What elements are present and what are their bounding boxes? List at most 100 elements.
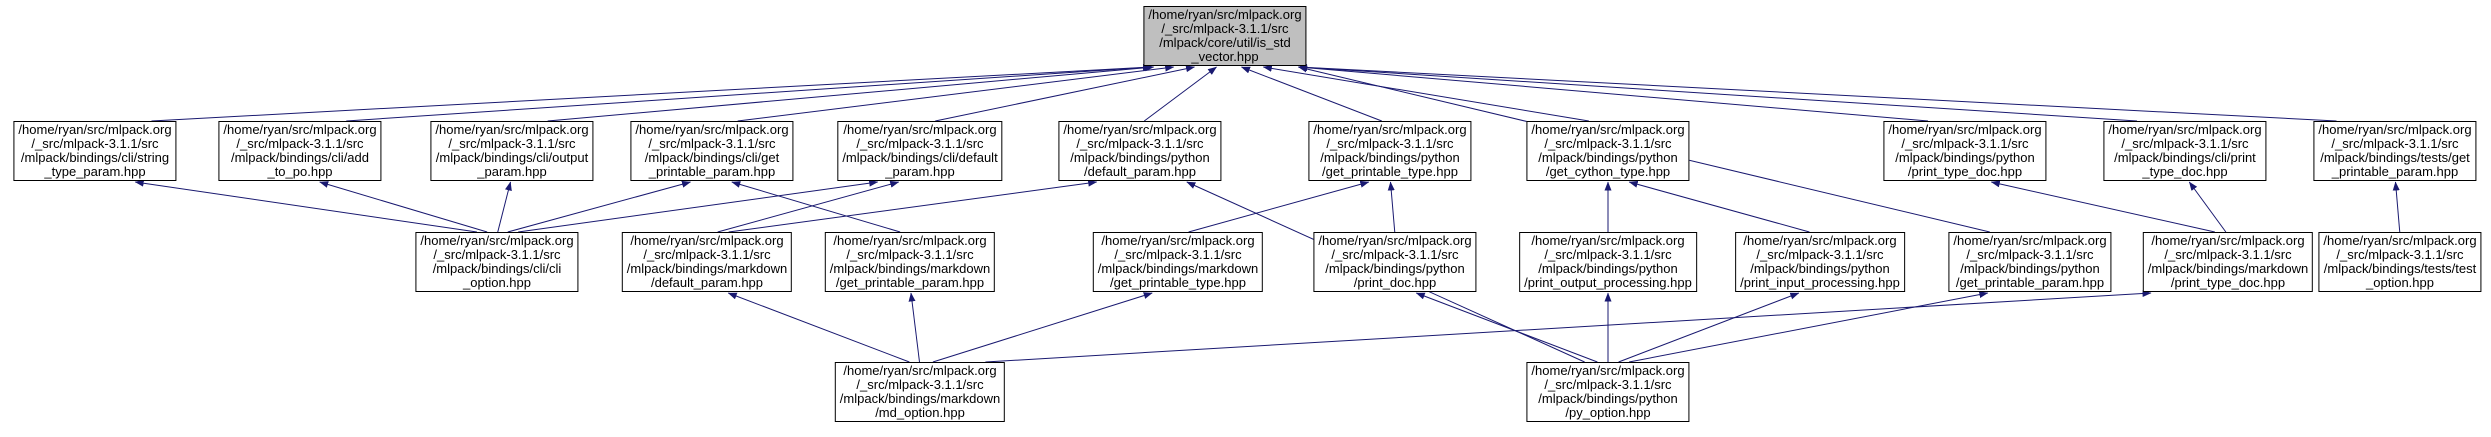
graph-node-py-get-printable-type[interactable]: /home/ryan/src/mlpack.org/_src/mlpack-3.…	[1308, 121, 1472, 181]
graph-node-label-line: /home/ryan/src/mlpack.org	[1743, 233, 1897, 248]
graph-node-label-line: /_src/mlpack-3.1.1/src	[1114, 247, 1242, 262]
include-edge	[346, 64, 1152, 122]
graph-node-label-line: /get_printable_type.hpp	[1110, 275, 1246, 290]
graph-node-label-line: /mlpack/bindings/python	[1895, 150, 2035, 165]
graph-node-label-line: /home/ryan/src/mlpack.org	[435, 122, 589, 137]
include-edge	[2392, 181, 2401, 233]
graph-node-label-line: /mlpack/bindings/python	[1960, 261, 2100, 276]
graph-node-label-line: /default_param.hpp	[650, 275, 764, 290]
graph-node-cli-option[interactable]: /home/ryan/src/mlpack.org/_src/mlpack-3.…	[415, 232, 579, 292]
graph-node-label-line: _param.hpp	[885, 164, 955, 179]
include-edge	[908, 292, 920, 363]
graph-node-label-line: /py_option.hpp	[1565, 405, 1651, 420]
graph-node-label-line: /home/ryan/src/mlpack.org	[843, 122, 997, 137]
include-edge	[717, 180, 900, 233]
graph-node-label-line: /print_input_processing.hpp	[1740, 275, 1900, 290]
include-edge	[1629, 291, 1989, 363]
graph-node-py-print-doc[interactable]: /home/ryan/src/mlpack.org/_src/mlpack-3.…	[1313, 232, 1477, 292]
graph-node-label-line: /_src/mlpack-3.1.1/src	[236, 136, 364, 151]
graph-node-label-line: /home/ryan/src/mlpack.org	[843, 363, 997, 378]
graph-node-label-line: /_src/mlpack-3.1.1/src	[31, 136, 159, 151]
graph-node-py-get-printable-param[interactable]: /home/ryan/src/mlpack.org/_src/mlpack-3.…	[1948, 232, 2112, 292]
graph-node-label-line: /get_printable_param.hpp	[835, 275, 985, 290]
include-edge	[985, 290, 2152, 363]
graph-node-cli-string-type-param[interactable]: /home/ryan/src/mlpack.org/_src/mlpack-3.…	[13, 121, 177, 181]
graph-node-label-line: _option.hpp	[463, 275, 531, 290]
include-edge	[497, 181, 512, 233]
graph-node-md-print-type-doc[interactable]: /home/ryan/src/mlpack.org/_src/mlpack-3.…	[2142, 232, 2314, 292]
graph-node-py-get-cython-type[interactable]: /home/ryan/src/mlpack.org/_src/mlpack-3.…	[1526, 121, 1690, 181]
include-edge	[727, 292, 910, 363]
graph-node-label-line: /_src/mlpack-3.1.1/src	[1161, 21, 1289, 36]
graph-node-py-print-type-doc[interactable]: /home/ryan/src/mlpack.org/_src/mlpack-3.…	[1883, 121, 2047, 181]
include-edge	[547, 64, 1155, 122]
graph-node-root: /home/ryan/src/mlpack.org/_src/mlpack-3.…	[1143, 6, 1307, 66]
graph-node-label-line: /home/ryan/src/mlpack.org	[2108, 122, 2262, 137]
include-edge	[1298, 63, 2337, 122]
graph-node-label-line: /mlpack/core/util/is_std	[1159, 35, 1291, 50]
graph-node-label-line: /home/ryan/src/mlpack.org	[223, 122, 377, 137]
graph-node-label-line: /_src/mlpack-3.1.1/src	[856, 136, 984, 151]
graph-node-label-line: /md_option.hpp	[875, 405, 965, 420]
graph-node-label-line: /get_printable_param.hpp	[1955, 275, 2105, 290]
graph-node-tests-test-option[interactable]: /home/ryan/src/mlpack.org/_src/mlpack-3.…	[2318, 232, 2482, 292]
graph-node-cli-get-printable-param[interactable]: /home/ryan/src/mlpack.org/_src/mlpack-3.…	[630, 121, 794, 181]
graph-node-md-get-printable-type[interactable]: /home/ryan/src/mlpack.org/_src/mlpack-3.…	[1092, 232, 1264, 292]
graph-node-label-line: /mlpack/bindings/cli/default	[842, 150, 998, 165]
graph-node-label-line: /mlpack/bindings/markdown	[2147, 261, 2309, 276]
include-edge	[1618, 292, 1800, 363]
graph-node-label-line: /home/ryan/src/mlpack.org	[1531, 122, 1685, 137]
include-edge	[1262, 64, 1589, 122]
graph-node-label-line: _printable_param.hpp	[648, 164, 776, 179]
graph-node-tests-get-printable-param[interactable]: /home/ryan/src/mlpack.org/_src/mlpack-3.…	[2313, 121, 2477, 181]
graph-node-label-line: /_src/mlpack-3.1.1/src	[856, 377, 984, 392]
graph-node-label-line: /mlpack/bindings/python	[1750, 261, 1890, 276]
graph-node-label-line: /default_param.hpp	[1083, 164, 1197, 179]
graph-node-label-line: /mlpack/bindings/markdown	[839, 391, 1001, 406]
graph-node-label-line: /mlpack/bindings/markdown	[626, 261, 788, 276]
graph-node-label-line: /_src/mlpack-3.1.1/src	[1076, 136, 1204, 151]
graph-node-label-line: /mlpack/bindings/markdown	[1097, 261, 1259, 276]
include-edge	[134, 179, 477, 233]
graph-node-label-line: /home/ryan/src/mlpack.org	[833, 233, 987, 248]
include-edge	[731, 181, 901, 233]
include-edge	[728, 179, 1098, 233]
graph-node-label-line: /home/ryan/src/mlpack.org	[1953, 233, 2107, 248]
include-edge	[935, 65, 1195, 122]
graph-node-label-line: /_src/mlpack-3.1.1/src	[2164, 247, 2292, 262]
graph-node-py-print-output-processing[interactable]: /home/ryan/src/mlpack.org/_src/mlpack-3.…	[1519, 232, 1697, 292]
graph-node-label-line: /_src/mlpack-3.1.1/src	[1901, 136, 2029, 151]
include-edge	[1415, 292, 1598, 363]
include-edge	[319, 181, 488, 233]
graph-node-label-line: _type_param.hpp	[44, 164, 146, 179]
include-edge	[1990, 180, 2215, 233]
graph-node-md-get-printable-param[interactable]: /home/ryan/src/mlpack.org/_src/mlpack-3.…	[824, 232, 996, 292]
graph-node-label-line: /_src/mlpack-3.1.1/src	[1544, 247, 1672, 262]
graph-node-cli-print-type-doc[interactable]: /home/ryan/src/mlpack.org/_src/mlpack-3.…	[2103, 121, 2267, 181]
graph-node-md-option[interactable]: /home/ryan/src/mlpack.org/_src/mlpack-3.…	[834, 362, 1006, 422]
graph-node-py-print-input-processing[interactable]: /home/ryan/src/mlpack.org/_src/mlpack-3.…	[1735, 232, 1905, 292]
graph-node-label-line: /print_type_doc.hpp	[2170, 275, 2286, 290]
graph-node-label-line: _to_po.hpp	[267, 164, 333, 179]
graph-node-md-default-param[interactable]: /home/ryan/src/mlpack.org/_src/mlpack-3.…	[621, 232, 793, 292]
graph-node-py-default-param[interactable]: /home/ryan/src/mlpack.org/_src/mlpack-3.…	[1058, 121, 1222, 181]
graph-node-label-line: /home/ryan/src/mlpack.org	[630, 233, 784, 248]
graph-node-label-line: /mlpack/bindings/markdown	[829, 261, 991, 276]
graph-node-py-option[interactable]: /home/ryan/src/mlpack.org/_src/mlpack-3.…	[1526, 362, 1690, 422]
edge-lines	[134, 63, 2401, 363]
graph-node-label-line: /_src/mlpack-3.1.1/src	[2121, 136, 2249, 151]
graph-node-label-line: /mlpack/bindings/cli/print	[2114, 150, 2256, 165]
graph-node-label-line: /_src/mlpack-3.1.1/src	[433, 247, 561, 262]
graph-node-cli-default-param[interactable]: /home/ryan/src/mlpack.org/_src/mlpack-3.…	[837, 121, 1003, 181]
graph-node-cli-add-to-po[interactable]: /home/ryan/src/mlpack.org/_src/mlpack-3.…	[218, 121, 382, 181]
include-edge	[1298, 64, 1929, 122]
graph-node-cli-output-param[interactable]: /home/ryan/src/mlpack.org/_src/mlpack-3.…	[430, 121, 594, 181]
graph-node-label-line: /_src/mlpack-3.1.1/src	[1544, 377, 1672, 392]
graph-node-label-line: /_src/mlpack-3.1.1/src	[846, 247, 974, 262]
graph-node-label-line: _type_doc.hpp	[2142, 164, 2228, 179]
graph-node-label-line: /print_doc.hpp	[1353, 275, 1437, 290]
graph-node-label-line: /get_cython_type.hpp	[1545, 164, 1671, 179]
graph-node-label-line: /home/ryan/src/mlpack.org	[1318, 233, 1472, 248]
